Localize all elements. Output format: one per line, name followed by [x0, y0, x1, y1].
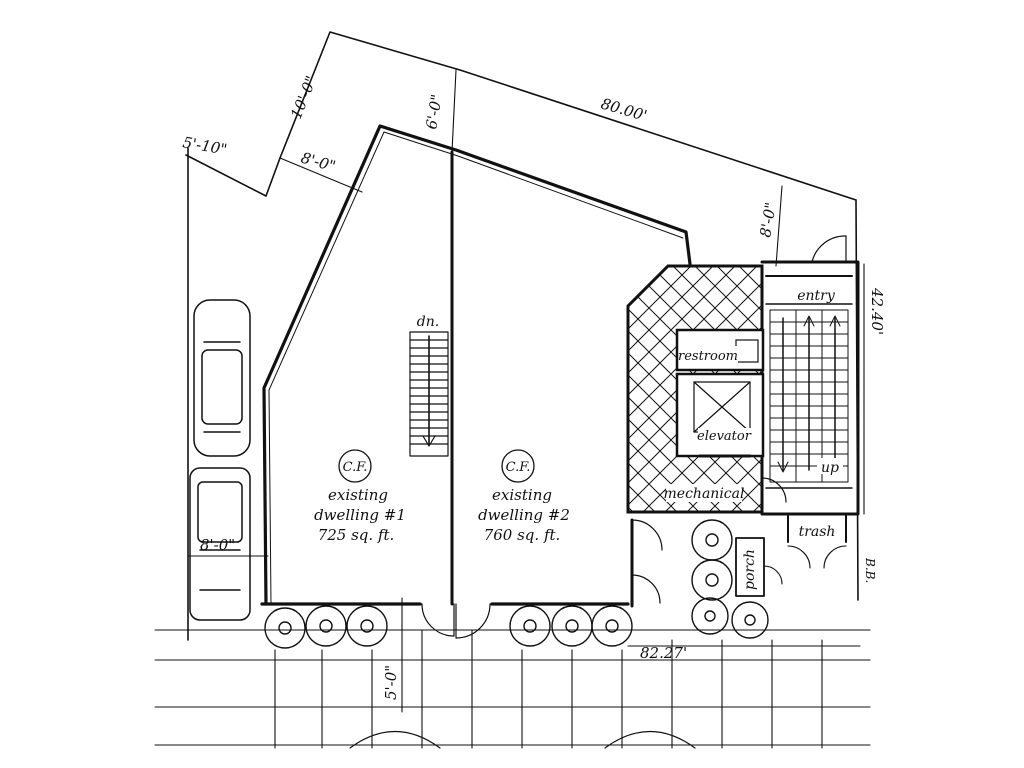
parked-car: [189, 467, 251, 621]
label-elevator: elevator: [697, 429, 752, 444]
dwelling-2-line2: dwelling #2: [478, 506, 570, 524]
dim-6-0: 6'-0": [422, 93, 446, 131]
porch-outline: [735, 537, 783, 597]
label-mechanical: mechanical: [664, 486, 745, 502]
dim-80: 80.00': [599, 95, 649, 125]
landscape-trees: [264, 519, 769, 649]
parked-car: [193, 299, 251, 457]
interior-stair: [409, 331, 449, 457]
dwelling-2-label: C.F. existing dwelling #2 760 sq. ft.: [478, 449, 570, 544]
building-outline: [260, 124, 692, 608]
dim-5-0: 5'-0": [382, 665, 400, 700]
dwelling-2-area: 760 sq. ft.: [484, 526, 561, 544]
trash-enclosure: [787, 513, 847, 569]
dwelling-1-badge: C.F.: [343, 460, 368, 475]
main-stair: [769, 309, 849, 483]
label-porch: porch: [742, 549, 758, 590]
dwelling-1-line1: existing: [328, 486, 388, 504]
dim-42-40: 42.40': [868, 287, 886, 335]
sidewalk-grid: [154, 629, 871, 749]
dim-bb: B.B.: [863, 557, 877, 583]
label-dn: dn.: [417, 314, 439, 330]
dim-8-0-top: 8'-0": [299, 149, 338, 176]
dwelling-1-line2: dwelling #1: [314, 506, 406, 524]
dwelling-1-area: 725 sq. ft.: [318, 526, 395, 544]
dim-8-0-right: 8'-0": [756, 201, 780, 239]
dim-82-27: 82.27': [640, 644, 687, 662]
dimension-lines: [187, 69, 865, 713]
label-up: up: [821, 460, 839, 476]
label-trash: trash: [799, 524, 836, 540]
dwelling-2-badge: C.F.: [506, 460, 531, 475]
elevator-car: [693, 381, 752, 458]
label-entry: entry: [797, 288, 836, 304]
dim-8-0-car: 8'-0": [200, 536, 235, 554]
dim-10-0: 10'-0": [287, 73, 320, 121]
label-restroom: restroom: [678, 349, 738, 364]
front-doors: [421, 519, 663, 639]
dwelling-1-label: C.F. existing dwelling #1 725 sq. ft.: [314, 449, 406, 544]
stair-wing: [760, 235, 860, 516]
dwelling-2-line1: existing: [492, 486, 552, 504]
